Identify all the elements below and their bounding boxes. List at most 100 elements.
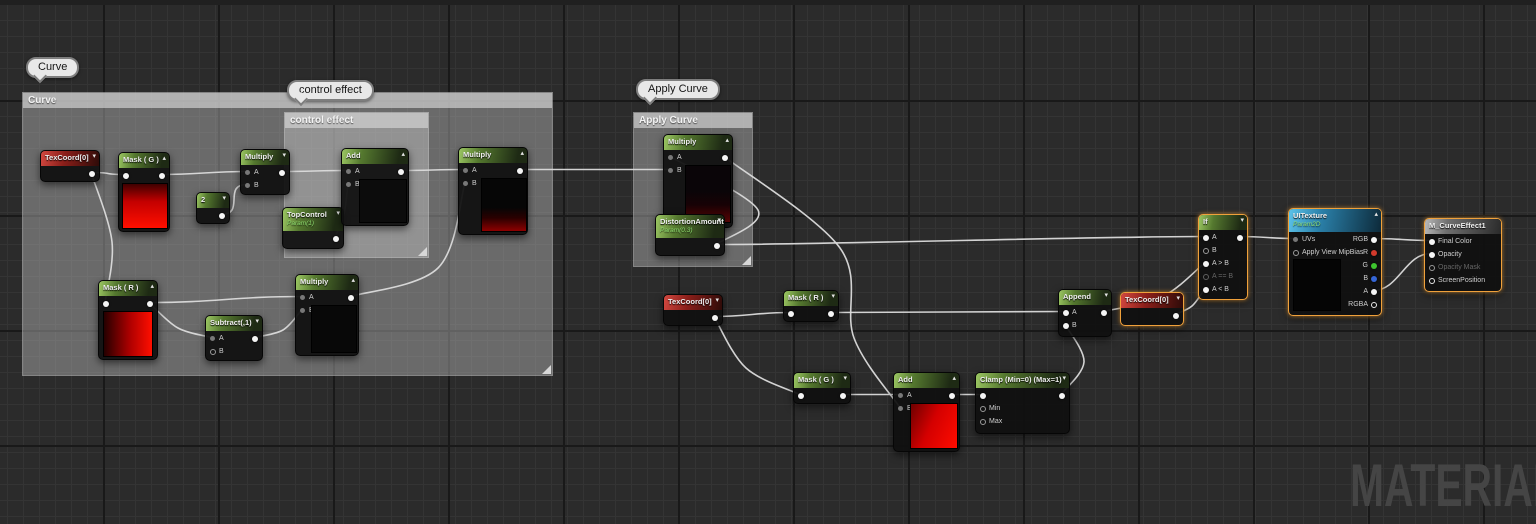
- node-header[interactable]: TexCoord[0]▾: [664, 295, 722, 310]
- comment-bubble-control-effect[interactable]: control effect: [287, 80, 374, 101]
- output-pin[interactable]: [159, 172, 165, 179]
- node-header[interactable]: Multiply▾: [241, 150, 289, 165]
- node-header[interactable]: Multiply▴: [664, 135, 732, 150]
- output-pin[interactable]: [1371, 275, 1377, 282]
- input-pin[interactable]: [898, 406, 903, 411]
- expand-chevron-icon[interactable]: ▾: [1062, 375, 1066, 382]
- input-pin[interactable]: [346, 182, 351, 187]
- input-pin[interactable]: [980, 392, 986, 399]
- input-pin[interactable]: [1063, 322, 1069, 329]
- node-add-2[interactable]: Add▴AB: [893, 372, 960, 452]
- node-header[interactable]: Multiply▴: [459, 148, 527, 163]
- expand-chevron-icon[interactable]: ▾: [1176, 295, 1180, 302]
- input-pin[interactable]: [1203, 274, 1209, 280]
- input-pin[interactable]: [980, 418, 986, 425]
- expand-chevron-icon[interactable]: ▾: [282, 152, 286, 159]
- node-header[interactable]: Add▴: [894, 373, 959, 388]
- output-pin[interactable]: [1101, 309, 1107, 316]
- node-header[interactable]: If▾: [1199, 215, 1247, 230]
- input-pin[interactable]: [668, 155, 673, 160]
- node-texcoord-1[interactable]: TexCoord[0]▾: [40, 150, 100, 182]
- comment-bubble-apply-curve[interactable]: Apply Curve: [636, 79, 720, 100]
- node-mask-r-2[interactable]: Mask ( R )▾: [783, 290, 839, 322]
- node-mask-g-1[interactable]: Mask ( G )▴: [118, 152, 170, 232]
- output-pin[interactable]: [333, 235, 339, 242]
- output-pin[interactable]: [219, 212, 225, 219]
- input-pin[interactable]: [1429, 264, 1435, 271]
- collapse-chevron-icon[interactable]: ▴: [725, 137, 729, 144]
- collapse-chevron-icon[interactable]: ▴: [162, 155, 166, 162]
- node-header[interactable]: Mask ( R )▴: [99, 281, 157, 296]
- node-header[interactable]: 2▾: [197, 193, 229, 208]
- input-pin[interactable]: [300, 308, 305, 313]
- input-pin[interactable]: [898, 393, 903, 398]
- input-pin[interactable]: [103, 300, 109, 307]
- collapse-chevron-icon[interactable]: ▴: [952, 375, 956, 382]
- output-pin[interactable]: [89, 170, 95, 177]
- node-header[interactable]: TexCoord[0]▾: [41, 151, 99, 166]
- output-pin[interactable]: [1059, 392, 1065, 399]
- output-pin[interactable]: [348, 294, 354, 301]
- output-pin[interactable]: [714, 242, 720, 249]
- output-pin[interactable]: [1237, 234, 1243, 241]
- output-pin[interactable]: [1371, 288, 1377, 295]
- input-pin[interactable]: [463, 181, 468, 186]
- expand-chevron-icon[interactable]: ▾: [222, 195, 226, 202]
- output-pin[interactable]: [1371, 249, 1377, 256]
- output-pin[interactable]: [147, 300, 153, 307]
- node-header[interactable]: Clamp (Min=0) (Max=1)▾: [976, 373, 1069, 388]
- comment-title[interactable]: Apply Curve: [634, 113, 752, 128]
- output-pin[interactable]: [828, 310, 834, 317]
- input-pin[interactable]: [463, 168, 468, 173]
- comment-title[interactable]: Curve: [23, 93, 552, 108]
- node-header[interactable]: Add▴: [342, 149, 408, 164]
- comment-resize-handle[interactable]: [542, 365, 551, 374]
- expand-chevron-icon[interactable]: ▾: [831, 293, 835, 300]
- expand-chevron-icon[interactable]: ▾: [255, 318, 259, 325]
- output-pin[interactable]: [722, 154, 728, 161]
- input-pin[interactable]: [300, 295, 305, 300]
- input-pin[interactable]: [346, 169, 351, 174]
- comment-resize-handle[interactable]: [418, 247, 427, 256]
- output-pin[interactable]: [840, 392, 846, 399]
- output-pin[interactable]: [949, 392, 955, 399]
- node-texcoord-2[interactable]: TexCoord[0]▾: [663, 294, 723, 326]
- output-pin[interactable]: [517, 167, 523, 174]
- input-pin[interactable]: [1429, 251, 1435, 258]
- output-pin[interactable]: [279, 169, 285, 176]
- node-header[interactable]: Multiply▴: [296, 275, 358, 290]
- expand-chevron-icon[interactable]: ▾: [715, 297, 719, 304]
- node-header[interactable]: TexCoord[0]▾: [1121, 293, 1183, 308]
- input-pin[interactable]: [245, 170, 250, 175]
- expand-chevron-icon[interactable]: ▾: [1104, 292, 1108, 299]
- collapse-chevron-icon[interactable]: ▴: [1374, 211, 1378, 218]
- node-texcoord-3[interactable]: TexCoord[0]▾: [1120, 292, 1184, 326]
- input-pin[interactable]: [1203, 260, 1209, 267]
- expand-chevron-icon[interactable]: ▾: [1240, 217, 1244, 224]
- node-header[interactable]: Mask ( G )▴: [119, 153, 169, 168]
- input-pin[interactable]: [668, 168, 673, 173]
- input-pin[interactable]: [980, 405, 986, 412]
- output-pin[interactable]: [1371, 262, 1377, 269]
- node-mask-g-2[interactable]: Mask ( G )▾: [793, 372, 851, 404]
- input-pin[interactable]: [1429, 277, 1435, 284]
- node-header[interactable]: Mask ( R )▾: [784, 291, 838, 306]
- input-pin[interactable]: [1293, 237, 1298, 242]
- comment-resize-handle[interactable]: [742, 256, 751, 265]
- expand-chevron-icon[interactable]: ▾: [92, 153, 96, 160]
- node-header[interactable]: M_CurveEffect1: [1425, 219, 1501, 234]
- node-multiply-3[interactable]: Multiply▴AB: [295, 274, 359, 356]
- input-pin[interactable]: [1203, 247, 1209, 254]
- output-pin[interactable]: [1371, 301, 1377, 308]
